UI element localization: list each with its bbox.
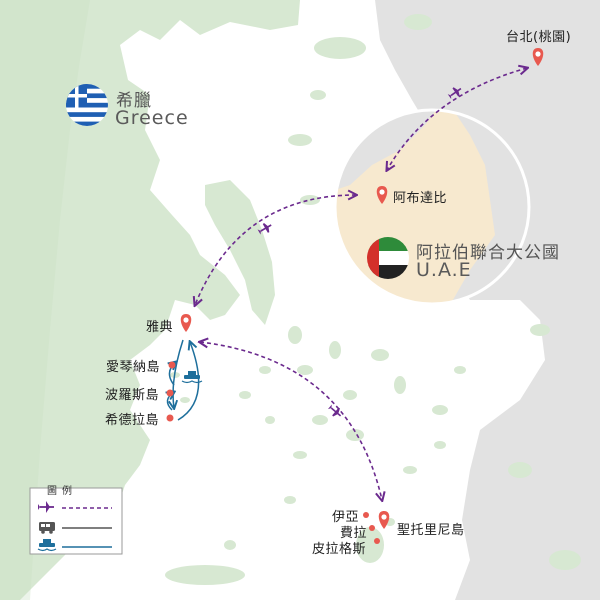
greece-mainland (0, 0, 300, 600)
label-athens: 雅典 (146, 320, 174, 335)
ferry-icon (181, 371, 203, 384)
label-fira: 費拉 (340, 526, 368, 541)
label-hydra: 希德拉島 (105, 413, 160, 428)
legend-box (29, 487, 123, 555)
uae-name-en: U.A.E (416, 259, 472, 281)
label-oia: 伊亞 (332, 510, 360, 525)
greece-flag-icon (66, 84, 108, 126)
label-pyrgos: 皮拉格斯 (312, 542, 367, 557)
greece-name-zh: 希臘 (116, 91, 152, 111)
flight-routes (195, 68, 527, 500)
pin-athens (180, 314, 192, 332)
ferry-routes (167, 339, 200, 421)
label-santorini: 聖托里尼島 (397, 523, 465, 538)
island-dots (166, 361, 380, 544)
label-abu-dhabi: 阿布達比 (393, 191, 448, 206)
label-aegina: 愛琴納島 (106, 360, 161, 375)
legend-airplane-icon (38, 501, 54, 513)
fira-dot (369, 525, 375, 531)
hydra-dot (166, 414, 174, 422)
pins (180, 48, 544, 529)
label-poros: 波羅斯島 (105, 388, 160, 403)
ferry-route-athens-loop-back (177, 342, 200, 421)
flight-route-athens-santorini (200, 342, 382, 500)
pin-abu-dhabi (376, 186, 388, 204)
ferry-route-athens-loop-out (173, 339, 184, 408)
pyrgos-dot (374, 538, 380, 544)
uae-flag-icon (367, 237, 409, 279)
flight-route-taipei-abudhabi (387, 68, 527, 170)
asia-landmass (375, 0, 600, 600)
poros-dot (166, 389, 174, 397)
greece-inner-ridge (0, 0, 90, 600)
pin-santorini (378, 511, 390, 529)
greece-name-en: Greece (115, 107, 189, 129)
pin-taipei (532, 48, 544, 66)
aegina-dot (168, 361, 176, 369)
label-taipei: 台北(桃園) (506, 30, 572, 45)
legend-title: 圖例 (47, 486, 77, 497)
oia-dot (363, 512, 369, 518)
legend-ferry-icon (37, 539, 57, 552)
legend-bus-icon (39, 522, 55, 534)
uae-name-zh: 阿拉伯聯合大公國 (416, 243, 560, 263)
